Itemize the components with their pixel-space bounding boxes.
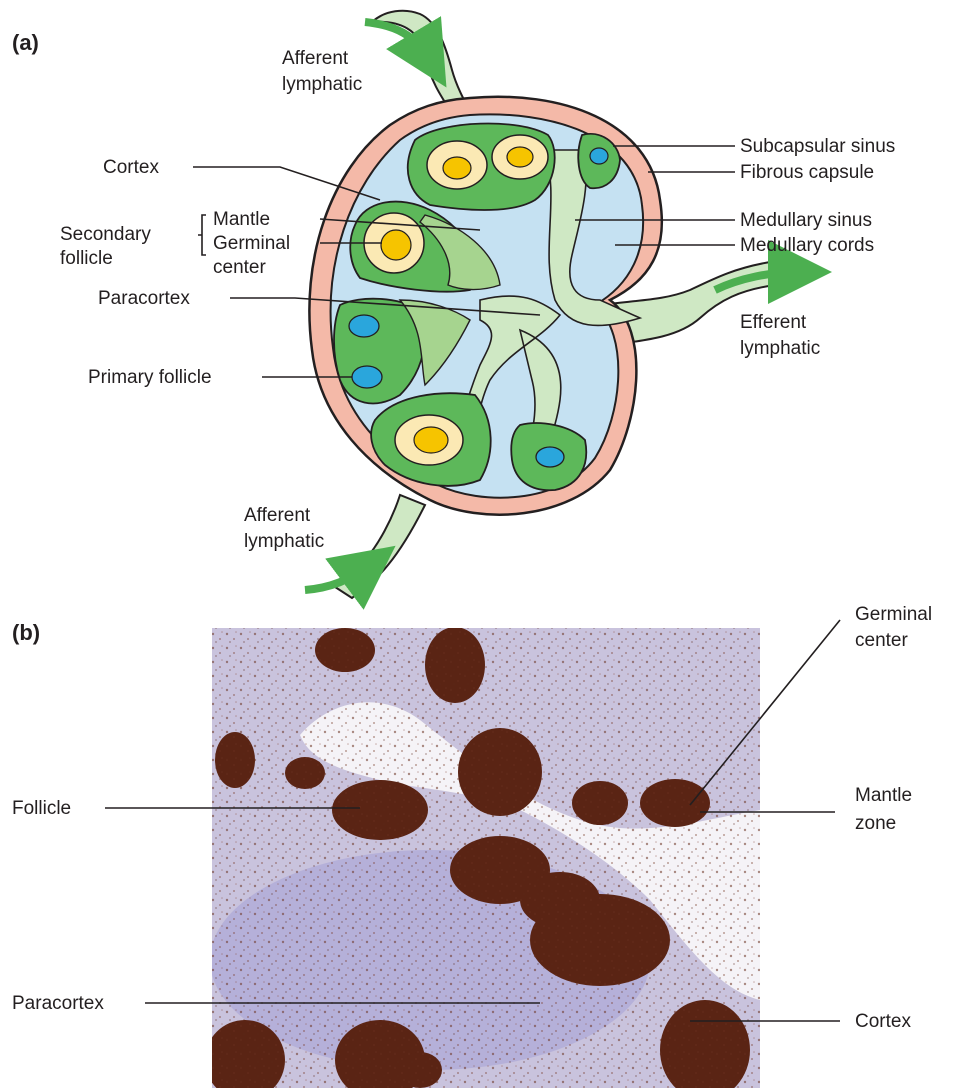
label-afferent-top-2: lymphatic: [282, 74, 362, 95]
label-germinal-b-2: center: [855, 630, 908, 651]
primary-follicle-upper: [349, 315, 379, 337]
label-medullary-cords: Medullary cords: [740, 235, 874, 256]
panel-a-letter: (a): [12, 30, 39, 55]
primary-follicle-bottom-right: [536, 447, 564, 467]
micrograph: [205, 627, 760, 1088]
label-subcapsular-sinus: Subcapsular sinus: [740, 136, 895, 157]
label-mantle-b-2: zone: [855, 813, 896, 834]
label-secondary-2: follicle: [60, 248, 113, 269]
label-follicle: Follicle: [12, 798, 71, 819]
panel-b-letter: (b): [12, 620, 40, 645]
label-paracortex-a: Paracortex: [98, 288, 190, 309]
label-secondary-1: Secondary: [60, 224, 151, 245]
label-mantle-b-1: Mantle: [855, 785, 912, 806]
label-afferent-bottom-2: lymphatic: [244, 531, 324, 552]
panel-a: (a): [12, 11, 895, 598]
label-germinal-b-1: Germinal: [855, 604, 932, 625]
label-fibrous-capsule: Fibrous capsule: [740, 162, 874, 183]
label-afferent-bottom-1: Afferent: [244, 505, 311, 526]
secondary-follicle-bottom: [395, 415, 463, 465]
label-germinal-a-1: Germinal: [213, 233, 290, 254]
label-efferent-1: Efferent: [740, 312, 807, 333]
label-afferent-top-1: Afferent: [282, 48, 349, 69]
label-cortex-b: Cortex: [855, 1011, 911, 1032]
label-efferent-2: lymphatic: [740, 338, 820, 359]
primary-follicle-lower: [352, 366, 382, 388]
label-medullary-sinus: Medullary sinus: [740, 210, 872, 231]
primary-follicle-top-right: [590, 148, 608, 164]
label-primary-follicle: Primary follicle: [88, 367, 212, 388]
secondary-follicle-bracket: [198, 215, 206, 255]
secondary-follicle-top-left: [427, 141, 487, 189]
panel-b: (b): [12, 604, 932, 1088]
secondary-follicle-top-right: [492, 135, 548, 179]
label-cortex-a: Cortex: [103, 157, 159, 178]
label-mantle-a: Mantle: [213, 209, 270, 230]
label-paracortex-b: Paracortex: [12, 993, 104, 1014]
label-germinal-a-2: center: [213, 257, 266, 278]
